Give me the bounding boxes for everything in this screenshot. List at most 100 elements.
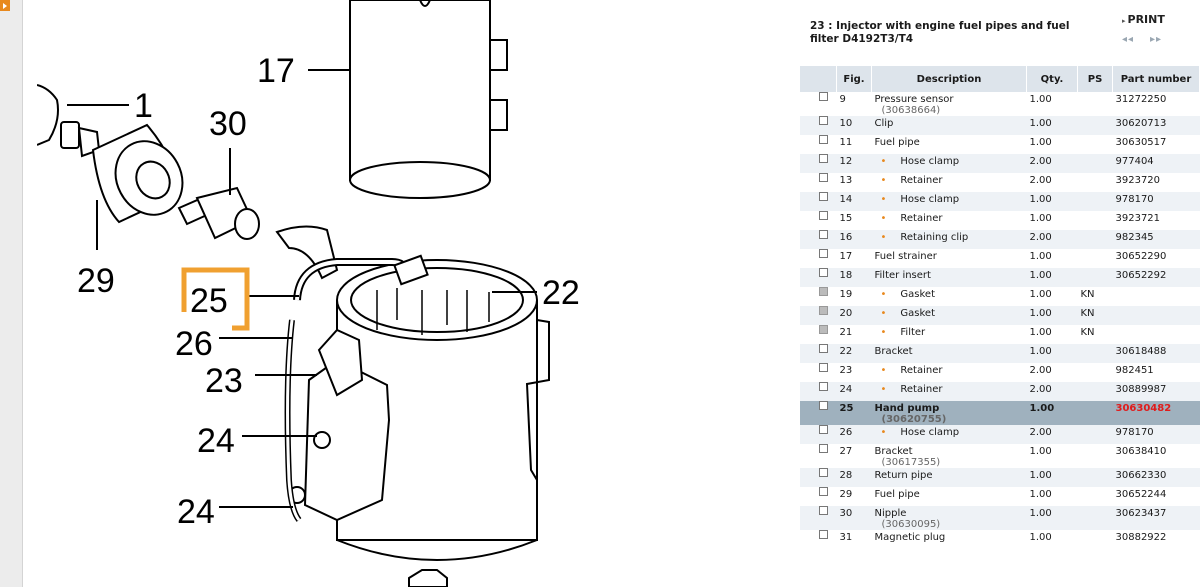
row-description[interactable]: •Gasket xyxy=(871,287,1027,306)
row-checkbox[interactable] xyxy=(819,135,828,144)
row-checkbox[interactable] xyxy=(819,173,828,182)
row-description[interactable]: •Retaining clip xyxy=(871,230,1027,249)
row-description[interactable]: Magnetic plug xyxy=(871,530,1027,549)
prev-page-button[interactable]: ◂◂ xyxy=(1122,34,1135,45)
row-description[interactable]: Bracket(30617355) xyxy=(871,444,1027,468)
row-description[interactable]: Filter insert xyxy=(871,268,1027,287)
row-subref: (30630095) xyxy=(881,519,941,530)
row-ps xyxy=(1077,116,1113,135)
row-description[interactable]: •Hose clamp xyxy=(871,192,1027,211)
row-description[interactable]: Clip xyxy=(871,116,1027,135)
row-checkbox-cell xyxy=(800,363,837,382)
row-checkbox[interactable] xyxy=(819,401,828,410)
parts-list-panel: 23 : Injector with engine fuel pipes and… xyxy=(800,0,1200,587)
row-description[interactable]: Fuel pipe xyxy=(871,135,1027,154)
row-checkbox[interactable] xyxy=(819,192,828,201)
row-fig: 14 xyxy=(836,192,872,211)
next-page-button[interactable]: ▸▸ xyxy=(1150,34,1163,45)
row-description[interactable]: Bracket xyxy=(871,344,1027,363)
expand-arrow-icon[interactable] xyxy=(0,0,10,11)
callout-26[interactable]: 26 xyxy=(175,325,213,363)
row-description[interactable]: •Retainer xyxy=(871,382,1027,401)
row-subref: (30638664) xyxy=(881,105,941,116)
header-description[interactable]: Description xyxy=(871,66,1027,92)
row-part-number: 978170 xyxy=(1112,192,1200,211)
row-fig: 30 xyxy=(836,506,872,530)
row-qty: 1.00 xyxy=(1026,116,1078,135)
row-checkbox[interactable] xyxy=(819,154,828,163)
row-checkbox[interactable] xyxy=(819,230,828,239)
row-checkbox[interactable] xyxy=(819,425,828,434)
callout-24-lower[interactable]: 24 xyxy=(177,493,215,531)
header-ps[interactable]: PS xyxy=(1077,66,1113,92)
print-button[interactable]: ▸PRINT xyxy=(1122,13,1165,26)
row-description[interactable]: Return pipe xyxy=(871,468,1027,487)
row-description[interactable]: Fuel strainer xyxy=(871,249,1027,268)
callout-24[interactable]: 24 xyxy=(197,422,235,460)
print-label: PRINT xyxy=(1127,13,1165,26)
row-description[interactable]: •Gasket xyxy=(871,306,1027,325)
row-checkbox[interactable] xyxy=(819,468,828,477)
row-description[interactable]: •Hose clamp xyxy=(871,154,1027,173)
callout-22[interactable]: 22 xyxy=(542,274,580,312)
row-checkbox[interactable] xyxy=(819,344,828,353)
callout-30[interactable]: 30 xyxy=(209,105,247,143)
row-description[interactable]: •Retainer xyxy=(871,173,1027,192)
bullet-icon: • xyxy=(880,384,887,395)
row-description[interactable]: •Filter xyxy=(871,325,1027,344)
row-checkbox xyxy=(819,287,828,296)
callout-29[interactable]: 29 xyxy=(77,262,115,300)
callout-23[interactable]: 23 xyxy=(205,362,243,400)
row-checkbox[interactable] xyxy=(819,506,828,515)
row-qty: 1.00 xyxy=(1026,135,1078,154)
header-fig[interactable]: Fig. xyxy=(836,66,872,92)
row-checkbox[interactable] xyxy=(819,382,828,391)
row-description[interactable]: Hand pump(30620755) xyxy=(871,401,1027,425)
row-description[interactable]: Nipple(30630095) xyxy=(871,506,1027,530)
header-part-number[interactable]: Part number xyxy=(1112,66,1200,92)
callout-25[interactable]: 25 xyxy=(190,282,228,320)
row-checkbox[interactable] xyxy=(819,444,828,453)
row-description[interactable]: Fuel pipe xyxy=(871,487,1027,506)
callout-17[interactable]: 17 xyxy=(257,52,295,90)
bullet-icon: • xyxy=(880,308,887,319)
row-description[interactable]: •Hose clamp xyxy=(871,425,1027,444)
row-checkbox[interactable] xyxy=(819,249,828,258)
row-checkbox[interactable] xyxy=(819,116,828,125)
row-checkbox[interactable] xyxy=(819,211,828,220)
row-checkbox[interactable] xyxy=(819,268,828,277)
row-checkbox[interactable] xyxy=(819,487,828,496)
callout-1[interactable]: 1 xyxy=(134,87,153,125)
row-checkbox[interactable] xyxy=(819,530,828,539)
row-description[interactable]: Pressure sensor(30638664) xyxy=(871,92,1027,116)
row-description[interactable]: •Retainer xyxy=(871,211,1027,230)
header-qty[interactable]: Qty. xyxy=(1026,66,1078,92)
table-header-row: Fig. Description Qty. PS Part number xyxy=(800,66,1200,92)
row-description[interactable]: •Retainer xyxy=(871,363,1027,382)
row-checkbox[interactable] xyxy=(819,363,828,372)
row-checkbox[interactable] xyxy=(819,92,828,101)
